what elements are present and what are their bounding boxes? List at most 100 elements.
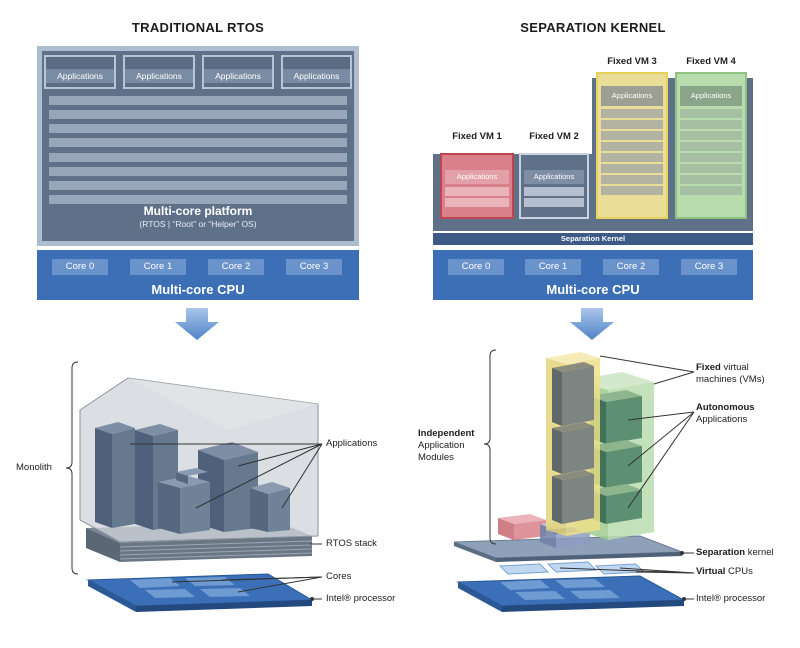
layer (49, 138, 347, 148)
cpu-label: Multi-core CPU (546, 282, 640, 297)
app-box: Applications (202, 55, 274, 89)
app-label: Applications (125, 69, 193, 83)
autonomous-label: Autonomous Applications (696, 402, 755, 426)
vm-app-label: Applications (445, 170, 509, 184)
core: Core 3 (286, 259, 342, 275)
right-cpu (433, 250, 753, 300)
fixed-rest: virtual (720, 362, 749, 373)
virtual-bold: Virtual (696, 566, 726, 577)
vm-row (601, 142, 663, 151)
vm-row (680, 186, 742, 195)
fixed-vm-2: Applications (519, 153, 589, 219)
app-box: Applications (44, 55, 116, 89)
left-processor-board (86, 573, 314, 612)
yellow-vm-tower (546, 352, 600, 536)
layer (49, 96, 347, 105)
independent-modules-bracket (483, 349, 497, 545)
rtos-layers (49, 96, 347, 204)
app-label: Applications (204, 69, 272, 83)
autonomous-line2: Applications (696, 414, 748, 425)
vm-row (445, 187, 509, 196)
virtual-rest: CPUs (725, 566, 753, 577)
left-applications-row: Applications Applications Applications A… (44, 55, 352, 89)
rtos-stack-label: RTOS stack (326, 538, 377, 549)
independent-line2: Application (418, 440, 465, 451)
layer (49, 110, 347, 120)
right-leader-lines (559, 355, 695, 600)
left-cpu (37, 250, 359, 300)
vm-row (524, 198, 584, 207)
separation-kernel-label: Separation kernel (696, 547, 774, 559)
fixed-line2: machines (VMs) (696, 374, 765, 385)
fixed-vm-4: Applications (675, 72, 747, 219)
vm-row (601, 153, 663, 162)
app-label: Applications (46, 69, 114, 83)
fixed-vm-3: Applications (596, 72, 668, 219)
vm-row (680, 142, 742, 151)
down-arrow-icon (175, 308, 219, 340)
layer (49, 152, 347, 162)
fixed-vms-label: Fixed virtual machines (VMs) (696, 362, 765, 386)
virtual-cpus (498, 561, 646, 575)
vm-row (680, 175, 742, 184)
vm-row (524, 187, 584, 196)
separation-kernel-plate (453, 535, 683, 562)
core: Core 1 (525, 259, 581, 275)
vm-label: Fixed VM 4 (686, 56, 736, 67)
right-processor-label: Intel® processor (696, 593, 766, 604)
monolith-label: Monolith (16, 462, 52, 473)
fixed-vm-1: Applications (440, 153, 514, 219)
app-label: Applications (283, 69, 350, 83)
vm-row (680, 153, 742, 162)
processor-label: Intel® processor (326, 593, 396, 604)
vm-row (601, 186, 663, 195)
down-arrow-icon (570, 308, 614, 340)
separation-bold: Separation (696, 547, 746, 558)
vm-row (680, 131, 742, 140)
vm-row (601, 175, 663, 184)
separation-rest: kernel (745, 547, 774, 558)
vm-row (680, 164, 742, 173)
vm-row (445, 198, 509, 207)
vm-app-label: Applications (680, 86, 742, 106)
separation-kernel-label: Separation Kernel (560, 234, 626, 243)
application-towers (95, 422, 290, 534)
core: Core 0 (448, 259, 504, 275)
vm-label: Fixed VM 2 (529, 131, 579, 142)
layer (49, 124, 347, 134)
left-title: TRADITIONAL RTOS (131, 20, 265, 35)
vm-app-label: Applications (524, 170, 584, 184)
platform-subtitle: (RTOS | “Root” or “Helper” OS) (139, 219, 257, 229)
app-box: Applications (281, 55, 352, 89)
core: Core 0 (52, 259, 108, 275)
right-title: SEPARATION KERNEL (520, 20, 666, 35)
vm-row (601, 120, 663, 129)
core: Core 1 (130, 259, 186, 275)
vm-row (680, 109, 742, 118)
monolith-bracket (65, 361, 79, 575)
independent-label: Independent Application Modules (418, 428, 474, 464)
layer (49, 180, 347, 190)
autonomous-bold: Autonomous (696, 402, 755, 413)
fixed-bold: Fixed (696, 362, 721, 373)
core: Core 3 (681, 259, 737, 275)
vm-label: Fixed VM 3 (607, 56, 657, 67)
applications-label: Applications (326, 438, 378, 449)
vm-row (601, 164, 663, 173)
vm-row (680, 120, 742, 129)
core: Core 2 (603, 259, 659, 275)
layer (49, 166, 347, 176)
layer (49, 194, 347, 204)
cores-label: Cores (326, 571, 352, 582)
separation-kernel-bar: Separation Kernel (433, 233, 753, 245)
vm-row (601, 109, 663, 118)
vm-row (601, 131, 663, 140)
independent-bold: Independent (418, 428, 475, 439)
independent-line3: Modules (418, 452, 454, 463)
vm-app-label: Applications (601, 86, 663, 106)
vm-label: Fixed VM 1 (452, 131, 502, 142)
cpu-label: Multi-core CPU (151, 282, 245, 297)
core: Core 2 (208, 259, 264, 275)
virtual-cpus-label: Virtual CPUs (696, 566, 753, 578)
